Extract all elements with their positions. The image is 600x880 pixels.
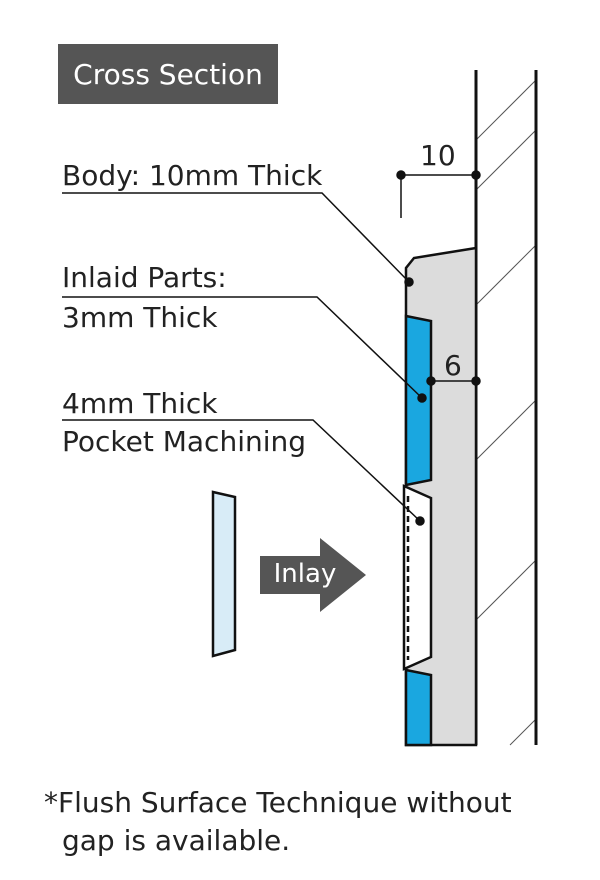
pocket-machining-label: Pocket Machining bbox=[62, 425, 307, 458]
inlaid-parts-label: Inlaid Parts: bbox=[62, 261, 227, 294]
pocket-thickness-label: 4mm Thick bbox=[62, 387, 218, 420]
machined-pocket bbox=[402, 484, 433, 671]
footnote-line-1: *Flush Surface Technique without bbox=[44, 786, 512, 819]
dimension-6 bbox=[426, 376, 481, 386]
footnote: *Flush Surface Technique without gap is … bbox=[44, 784, 584, 860]
body-label: Body: 10mm Thick bbox=[62, 159, 323, 192]
footnote-line-2: gap is available. bbox=[62, 824, 291, 857]
dimension-10 bbox=[396, 170, 481, 218]
leader-lines bbox=[62, 192, 427, 526]
dimension-10-value: 10 bbox=[420, 139, 456, 172]
section-title: Cross Section bbox=[58, 44, 278, 104]
inlay-part-bottom bbox=[404, 668, 433, 747]
dimension-6-value: 6 bbox=[444, 349, 462, 382]
inlay-arrow-label: Inlay bbox=[273, 559, 337, 589]
inlaid-thickness-label: 3mm Thick bbox=[62, 301, 218, 334]
inlay-arrow-icon bbox=[260, 538, 366, 612]
wall-hatch bbox=[475, 79, 537, 746]
loose-inlay-piece bbox=[211, 490, 237, 658]
